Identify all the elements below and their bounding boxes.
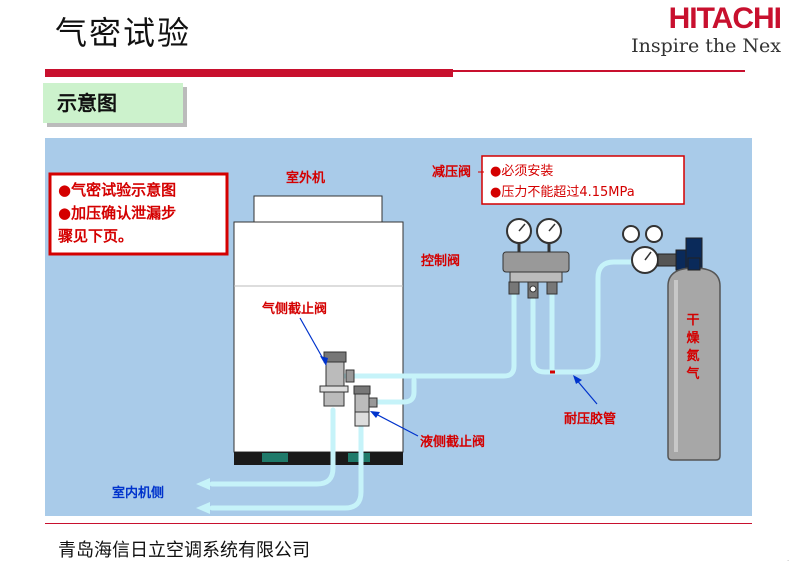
label-control-valve: 控制阀 [421, 253, 460, 269]
note-box-right [481, 155, 685, 205]
gas-valve-pointer [299, 317, 327, 365]
nitrogen-cylinder [667, 257, 721, 461]
header-red-bar [45, 69, 453, 77]
label-outdoor-unit: 室外机 [286, 170, 325, 186]
note-box-left [48, 172, 229, 256]
footer-divider [45, 523, 752, 524]
note-left-line-2: ●加压确认泄漏步 [58, 204, 176, 222]
brand-name: HITACHI [668, 2, 782, 35]
outdoor-unit-foot-left [262, 453, 288, 462]
pressure-hose-pointer-head-icon [573, 375, 582, 384]
gas-stop-valve-icon [319, 351, 355, 407]
pipe-gas-to-indoor [209, 407, 336, 487]
liquid-valve-pointer [371, 411, 419, 437]
cylinder-label-char-2: 燥 [686, 330, 700, 346]
reducing-valve-icon [622, 225, 703, 274]
pipe-liquid-to-indoor [209, 423, 364, 511]
outdoor-unit-base [234, 452, 403, 465]
brand-tagline: Inspire the Nex [631, 35, 781, 57]
pipe-network [209, 259, 639, 511]
liquid-valve-pointer-head-icon [370, 411, 380, 418]
label-indoor-side: 室内机侧 [112, 485, 164, 501]
outdoor-unit-top-box [253, 195, 383, 225]
gas-valve-pointer-head-icon [320, 356, 328, 366]
page-marker: · [787, 558, 789, 565]
liquid-stop-valve-icon [353, 385, 378, 427]
note-right-line-1: ●必须安装 [490, 164, 553, 179]
pipe-gas-to-manifold [342, 289, 517, 379]
label-pressure-hose: 耐压胶管 [564, 411, 616, 427]
header-red-line [453, 70, 745, 72]
pressure-hose-pointer [574, 377, 598, 405]
label-reducing-valve: 减压阀 [432, 164, 471, 180]
footer-company: 青岛海信日立空调系统有限公司 [58, 540, 310, 561]
label-gas-valve: 气侧截止阀 [262, 301, 327, 317]
note-left-line-3: 骤见下页。 [58, 227, 133, 245]
outdoor-unit-body [233, 221, 404, 453]
cylinder-label: 干 燥 氮 气 [686, 313, 700, 382]
airtight-test-diagram: ●气密试验示意图 ●加压确认泄漏步 骤见下页。 ●必须安装 ●压力不能超过4.1… [45, 138, 752, 516]
note-right-line-2: ●压力不能超过4.15MPa [490, 185, 635, 200]
pipe-pressure-hose [530, 259, 639, 375]
control-valve-manifold-icon [502, 218, 570, 299]
section-tab: 示意图 [43, 83, 183, 123]
pipe-liquid-to-hose [367, 377, 417, 405]
arrow-indoor-gas-icon [196, 478, 210, 490]
cylinder-label-char-4: 气 [686, 366, 699, 382]
page-title: 气密试验 [55, 14, 192, 52]
hitachi-logo: HITACHI Inspire the Nex [631, 2, 782, 57]
arrow-indoor-liquid-icon [196, 502, 210, 514]
cylinder-label-char-1: 干 [686, 313, 699, 328]
cylinder-label-char-3: 氮 [686, 348, 699, 364]
note-left-line-1: ●气密试验示意图 [58, 181, 176, 199]
label-liquid-valve: 液侧截止阀 [420, 434, 485, 450]
